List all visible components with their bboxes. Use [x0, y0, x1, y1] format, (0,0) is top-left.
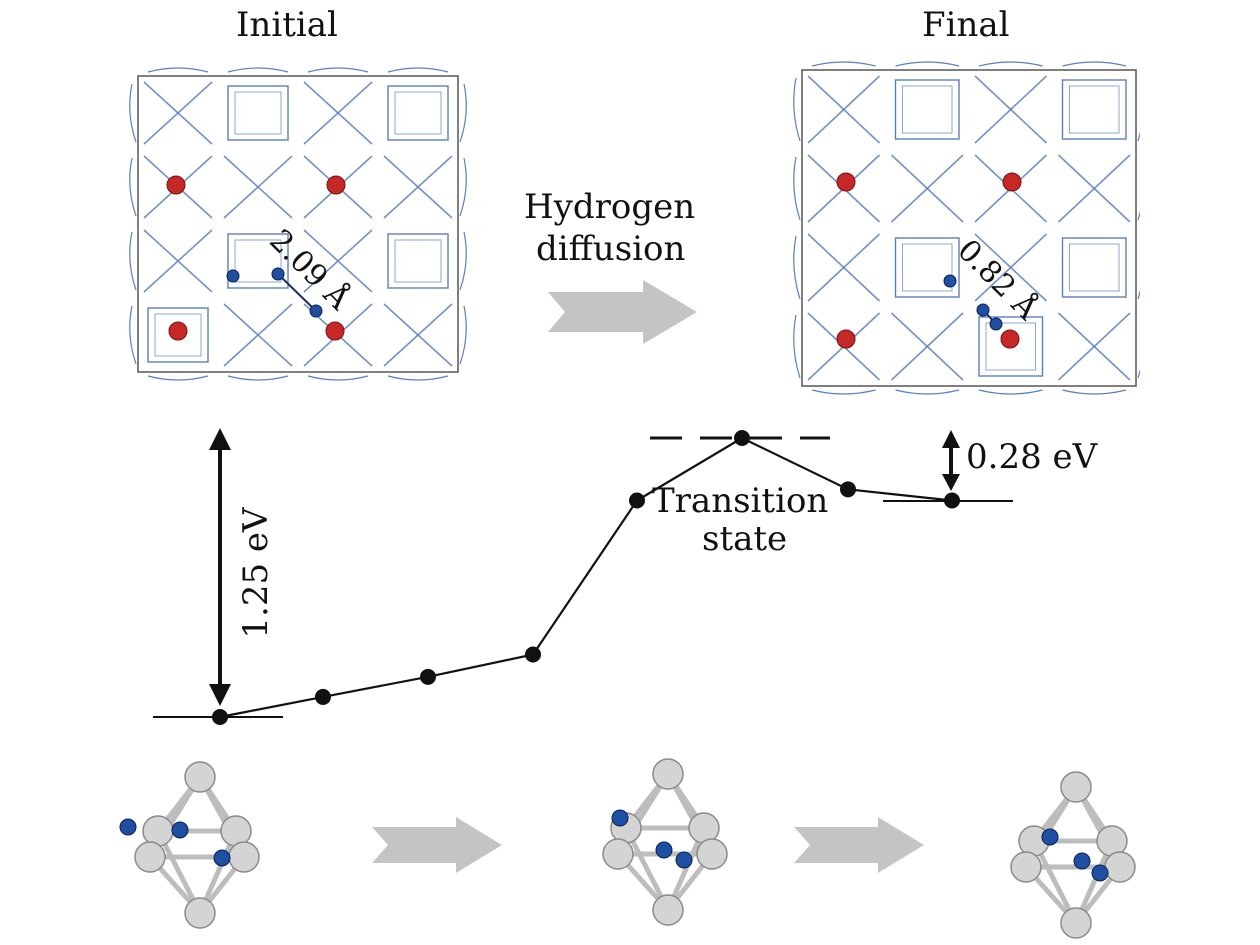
hydrogen-atom — [943, 274, 957, 288]
metal-atom — [1000, 329, 1020, 349]
hydrogen-atom — [271, 267, 285, 281]
energy-point — [840, 481, 856, 498]
metal-atom — [326, 175, 346, 195]
transition-state-label-line1: Transition — [652, 481, 829, 521]
metal-atom — [134, 841, 166, 873]
reverse-barrier-label: 0.28 eV — [966, 437, 1098, 477]
diffusion-label-line1: Hydrogen — [524, 187, 696, 227]
energy-point — [629, 492, 645, 509]
metal-atom — [1060, 907, 1092, 939]
final-title: Final — [922, 5, 1010, 45]
diffusion-label-line2: diffusion — [536, 229, 686, 269]
hydrogen-atom — [119, 818, 137, 836]
transition-state-label-line2: state — [702, 519, 788, 559]
metal-atom — [228, 841, 260, 873]
diffusion-arrow-icon — [548, 280, 697, 344]
energy-point — [315, 688, 331, 705]
hydrogen-atom — [213, 849, 231, 867]
hydrogen-atom — [675, 851, 693, 869]
energy-point — [734, 430, 750, 446]
metal-atom — [696, 838, 728, 870]
barrier-label: 1.25 eV — [236, 507, 276, 639]
metal-atom — [168, 321, 188, 341]
final-lattice: 0.82 Å — [793, 61, 1140, 395]
metal-atom — [652, 894, 684, 926]
energy-point — [525, 646, 541, 663]
octahedron-transition — [602, 758, 728, 926]
hydrogen-atom — [309, 304, 323, 318]
metal-atom — [652, 758, 684, 790]
metal-atom — [166, 175, 186, 195]
metal-atom — [1060, 771, 1092, 803]
metal-atom — [184, 761, 216, 793]
hydrogen-atom — [1091, 864, 1109, 882]
hydrogen-atom — [655, 841, 673, 859]
hydrogen-atom — [1073, 852, 1091, 870]
metal-atom — [1010, 851, 1042, 883]
bottom-arrow-1-icon — [372, 817, 502, 873]
hydrogen-atom — [611, 809, 629, 827]
bottom-arrow-2-icon — [794, 817, 924, 873]
hydrogen-atom — [1041, 828, 1059, 846]
metal-atom — [325, 321, 345, 341]
metal-atom — [602, 838, 634, 870]
hydrogen-atom — [226, 269, 240, 283]
metal-atom — [1002, 172, 1022, 192]
octahedron-initial — [119, 761, 260, 929]
energy-point — [420, 668, 436, 685]
energy-point — [944, 492, 960, 509]
initial-title: Initial — [236, 5, 338, 45]
energy-point — [212, 709, 228, 725]
octahedron-final — [1010, 771, 1136, 939]
metal-atom — [184, 897, 216, 929]
barrier-double-arrow — [209, 428, 231, 706]
hydrogen-atom — [171, 821, 189, 839]
metal-atom — [836, 329, 856, 349]
metal-atom — [1104, 851, 1136, 883]
hydrogen-atom — [989, 317, 1003, 331]
hydrogen-atom — [976, 303, 990, 317]
initial-lattice: 2.09 Å — [129, 67, 467, 381]
reverse-double-arrow — [942, 430, 960, 491]
metal-atom — [836, 172, 856, 192]
